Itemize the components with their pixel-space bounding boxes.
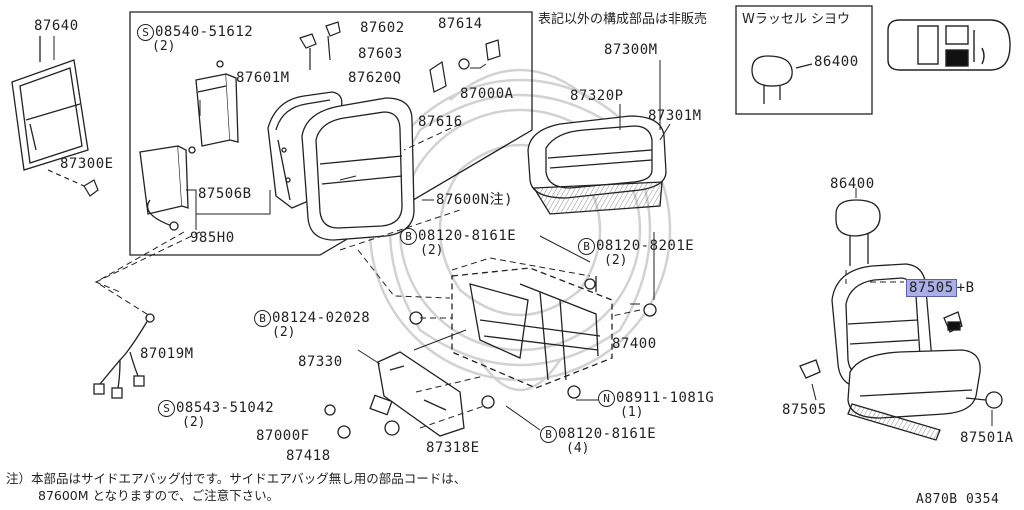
part-number: 08120-8201E [596, 238, 695, 254]
part-number: 08540-51612 [155, 24, 254, 40]
prefix-s-icon: S [158, 400, 175, 417]
headrest-small [751, 55, 813, 104]
part-label-87603[interactable]: 87603 [358, 46, 403, 62]
prefix-n-icon: N [598, 390, 615, 407]
part-label-87620Q[interactable]: 87620Q [348, 70, 402, 86]
side-trim-87330 [324, 311, 495, 439]
seatback-group-frame [129, 11, 533, 256]
part-label-86400[interactable]: 86400 [830, 176, 875, 192]
vehicle-position-icon [887, 19, 1011, 71]
part-number: 08124-02028 [272, 310, 371, 326]
prefix-b-icon: B [578, 238, 595, 255]
prefix-b-icon: B [400, 228, 417, 245]
part-number: 08120-8161E [418, 228, 517, 244]
qty-08120-b: (2) [604, 253, 628, 268]
part-label-86400-variant[interactable]: 86400 [814, 54, 859, 70]
airbag-module [139, 60, 239, 231]
part-number: 08911-1081G [616, 390, 715, 406]
part-label-87506B[interactable]: 87506B [198, 186, 252, 202]
part-label-87000F[interactable]: 87000F [256, 428, 310, 444]
part-label-87505[interactable]: 87505 [782, 402, 827, 418]
prefix-b-icon: B [540, 426, 557, 443]
seat-rail-87400 [451, 267, 657, 399]
part-label-87640[interactable]: 87640 [34, 18, 79, 34]
part-label-87600N[interactable]: 87600N注) [436, 192, 514, 208]
clip-87300E [47, 169, 99, 197]
figure-code: A870B 0354 [916, 492, 1000, 507]
qty-08124: (2) [272, 325, 296, 340]
footnote-line-2: 87600M となりますので、ご注意下さい。 [38, 488, 280, 503]
prefix-s-icon: S [137, 24, 154, 41]
part-label-87318E[interactable]: 87318E [426, 440, 480, 456]
part-number: 08120-8161E [558, 426, 657, 442]
back-panel-87640 [11, 36, 89, 171]
seat-assembly-right [799, 199, 1003, 441]
part-label-87501A[interactable]: 87501A [960, 430, 1014, 446]
part-label-87616[interactable]: 87616 [418, 114, 463, 130]
qty-08120-a: (2) [420, 243, 444, 258]
part-label-87300M[interactable]: 87300M [604, 42, 658, 58]
highlighted-part-number: 87505 [906, 279, 957, 297]
part-label-87000A[interactable]: 87000A [460, 86, 514, 102]
part-label-87602[interactable]: 87602 [360, 20, 405, 36]
part-suffix: +B [956, 280, 975, 296]
seat-cushion-87320P [527, 115, 667, 215]
part-label-87019M[interactable]: 87019M [140, 346, 194, 362]
part-label-87614[interactable]: 87614 [438, 16, 483, 32]
part-label-87418[interactable]: 87418 [286, 448, 331, 464]
leader-lines [53, 36, 993, 431]
part-label-87320P[interactable]: 87320P [570, 88, 624, 104]
part-label-87505B[interactable]: 87505+B [906, 279, 975, 297]
part-label-87300E[interactable]: 87300E [60, 156, 114, 172]
qty-08540: (2) [152, 39, 176, 54]
qty-08120-c: (4) [566, 441, 590, 456]
footnote-line-1: 注）本部品はサイドエアバッグ付です。サイドエアバッグ無し用の部品コードは、 [6, 471, 467, 486]
variant-box-frame [735, 5, 873, 115]
part-label-87301M[interactable]: 87301M [648, 108, 702, 124]
part-number: 08543-51042 [176, 400, 275, 416]
part-label-87330[interactable]: 87330 [298, 354, 343, 370]
prefix-b-icon: B [254, 310, 271, 327]
part-label-87400[interactable]: 87400 [612, 336, 657, 352]
variant-box-label: Wラッセル シヨウ [742, 12, 850, 27]
qty-08911: (1) [620, 405, 644, 420]
seatback-cushion-87620Q [301, 97, 415, 241]
part-label-87601M[interactable]: 87601M [236, 70, 290, 86]
qty-08543: (2) [182, 415, 206, 430]
wiring-harness-87019M [93, 313, 155, 399]
non-sale-note: 表記以外の構成部品は非販売 [538, 12, 708, 27]
watermark-emblem [368, 68, 672, 392]
part-label-985H0[interactable]: 985H0 [190, 230, 235, 246]
hardware-clips [299, 21, 501, 93]
